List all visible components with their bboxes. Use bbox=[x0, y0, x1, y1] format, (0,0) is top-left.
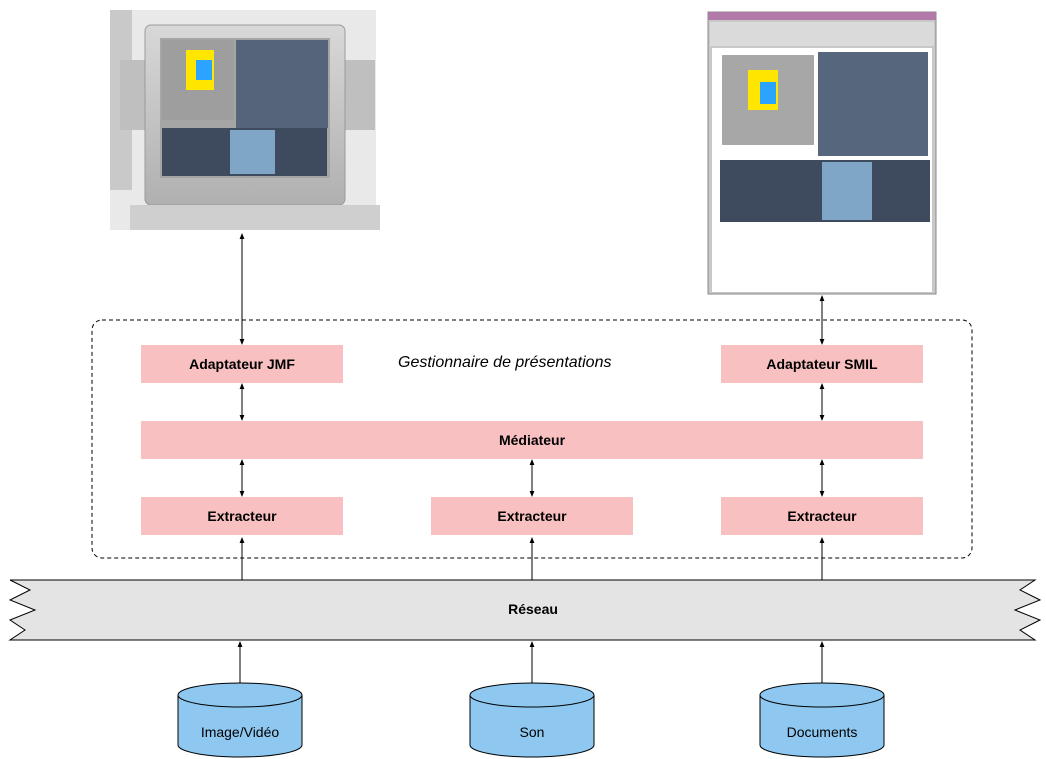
adapter-jmf-box: Adaptateur JMF bbox=[141, 345, 343, 383]
database-documents bbox=[759, 682, 885, 758]
database-label-sound: Son bbox=[519, 724, 545, 740]
database-label-image-video: Image/Vidéo bbox=[200, 724, 280, 740]
extractor-box-1: Extracteur bbox=[141, 497, 343, 535]
extractor-box-3: Extracteur bbox=[721, 497, 923, 535]
network-label: Réseau bbox=[508, 601, 558, 617]
network-band bbox=[8, 579, 1042, 641]
presentation-manager-group bbox=[91, 319, 973, 559]
connectors bbox=[237, 233, 825, 683]
extractor-box-2: Extracteur bbox=[431, 497, 633, 535]
database-label-documents: Documents bbox=[786, 724, 858, 740]
database-image-video bbox=[177, 682, 303, 758]
smil-client-screenshot bbox=[707, 11, 937, 295]
database-sound bbox=[469, 682, 595, 758]
adapter-smil-box: Adaptateur SMIL bbox=[721, 345, 923, 383]
jmf-client-screenshot bbox=[110, 10, 380, 230]
presentation-manager-title: Gestionnaire de présentations bbox=[398, 354, 612, 371]
mediator-box: Médiateur bbox=[141, 421, 923, 459]
